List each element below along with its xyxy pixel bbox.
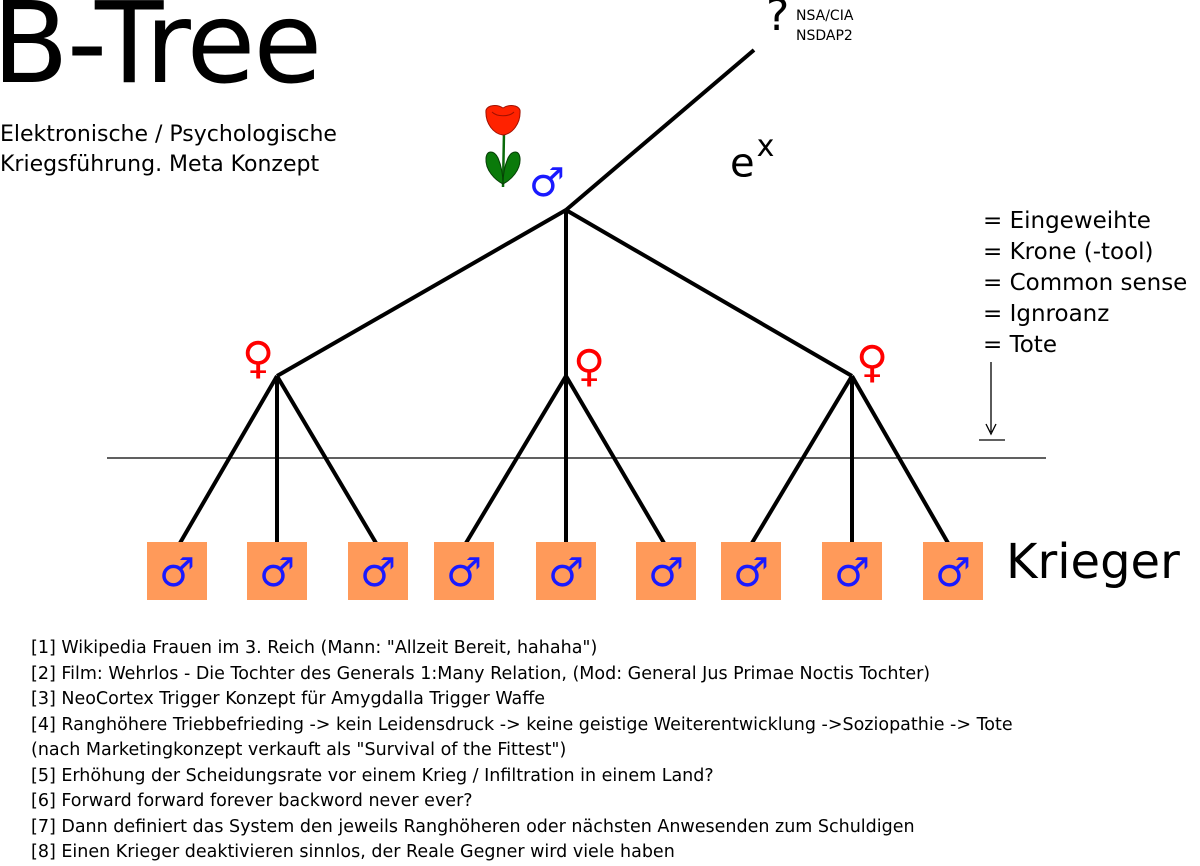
leaf-box bbox=[536, 542, 596, 600]
leaf-male-symbol: ♂ bbox=[648, 550, 684, 596]
reference-item: [6] Forward forward forever backword nev… bbox=[31, 791, 473, 811]
leaf-male-symbol: ♂ bbox=[548, 550, 584, 596]
leaf-male-symbol: ♂ bbox=[935, 550, 971, 596]
leaf-node: ♂ bbox=[536, 542, 596, 600]
reference-item: [3] NeoCortex Trigger Konzept für Amygda… bbox=[31, 689, 546, 709]
leaf-node: ♂ bbox=[434, 542, 494, 600]
question-mark: ? bbox=[766, 0, 790, 41]
reference-item: [1] Wikipedia Frauen im 3. Reich (Mann: … bbox=[31, 638, 598, 658]
reference-item: [4] Ranghöhere Triebbefrieding -> kein L… bbox=[31, 714, 1013, 735]
leaf-box bbox=[822, 542, 882, 600]
leaf-box bbox=[348, 542, 408, 600]
legend: = Eingeweihte = Krone (-tool) = Common s… bbox=[983, 206, 1187, 361]
trunk-edge bbox=[564, 48, 756, 212]
legend-item: = Eingeweihte bbox=[983, 208, 1151, 234]
leaf-male-symbol: ♂ bbox=[259, 550, 295, 596]
edge-right-3 bbox=[850, 375, 950, 544]
reference-item: (nach Marketingkonzept verkauft als "Sur… bbox=[31, 740, 567, 760]
leaf-box bbox=[721, 542, 781, 600]
leaf-node: ♂ bbox=[348, 542, 408, 600]
reference-item: [8] Einen Krieger deaktivieren sinnlos, … bbox=[31, 842, 675, 862]
leaf-node: ♂ bbox=[247, 542, 307, 600]
legend-item: = Common sense bbox=[983, 270, 1188, 296]
reference-item: [5] Erhöhung der Scheidungsrate vor eine… bbox=[31, 765, 714, 786]
tag-nsa-cia: NSA/CIA bbox=[796, 8, 854, 24]
edge-right-1 bbox=[750, 374, 854, 545]
leaf-male-symbol: ♂ bbox=[360, 550, 396, 596]
legend-arrow bbox=[979, 362, 1005, 441]
leaf-box bbox=[636, 542, 696, 600]
leaf-male-symbol: ♂ bbox=[446, 550, 482, 596]
reference-item: [7] Dann definiert das System den jeweil… bbox=[31, 816, 915, 837]
exponent-power: x bbox=[756, 129, 775, 164]
edge-left-1 bbox=[178, 374, 279, 545]
edge-root-left bbox=[276, 208, 567, 378]
female-symbol-right: ♀ bbox=[856, 337, 888, 388]
exponential-label: ex bbox=[730, 132, 774, 187]
edge-root-right bbox=[564, 208, 854, 378]
leaf-box bbox=[147, 542, 207, 600]
leaf-male-symbol: ♂ bbox=[834, 550, 870, 596]
leaf-male-symbol: ♂ bbox=[159, 550, 195, 596]
tag-nsdap2: NSDAP2 bbox=[796, 28, 853, 44]
leaf-node: ♂ bbox=[721, 542, 781, 600]
legend-item: = Ignroanz bbox=[983, 301, 1110, 327]
reference-item: [2] Film: Wehrlos - Die Tochter des Gene… bbox=[31, 663, 931, 684]
leaf-male-symbol: ♂ bbox=[733, 550, 769, 596]
subtitle-line-2: Kriegsführung. Meta Konzept bbox=[0, 152, 320, 177]
legend-item: = Krone (-tool) bbox=[983, 239, 1154, 265]
female-symbol-left: ♀ bbox=[242, 333, 274, 384]
leaf-box bbox=[434, 542, 494, 600]
rose-flower-icon bbox=[485, 105, 521, 188]
female-symbol-center: ♀ bbox=[573, 341, 605, 392]
subtitle-line-1: Elektronische / Psychologische bbox=[0, 122, 337, 147]
leaf-node: ♂ bbox=[147, 542, 207, 600]
top-tags: NSA/CIA NSDAP2 bbox=[796, 6, 853, 46]
leaf-box bbox=[247, 542, 307, 600]
edge-center-3 bbox=[564, 374, 666, 545]
leaf-node: ♂ bbox=[923, 542, 983, 600]
diagram-subtitle: Elektronische / Psychologische Kriegsfüh… bbox=[0, 120, 337, 180]
diagram-title: B-Tree bbox=[0, 0, 322, 109]
leaf-label: Krieger bbox=[1006, 534, 1180, 590]
references-list: [1] Wikipedia Frauen im 3. Reich (Mann: … bbox=[31, 636, 1013, 866]
leaf-box bbox=[923, 542, 983, 600]
leaf-node: ♂ bbox=[822, 542, 882, 600]
edge-center-1 bbox=[464, 374, 568, 545]
leaf-node: ♂ bbox=[636, 542, 696, 600]
exponent-base: e bbox=[730, 140, 755, 187]
root-male-symbol: ♂ bbox=[529, 160, 565, 206]
legend-item: = Tote bbox=[983, 332, 1057, 358]
leaf-row: ♂ ♂ ♂ ♂ ♂ ♂ ♂ ♂ ♂ bbox=[147, 542, 983, 600]
edge-left-3 bbox=[275, 374, 378, 545]
